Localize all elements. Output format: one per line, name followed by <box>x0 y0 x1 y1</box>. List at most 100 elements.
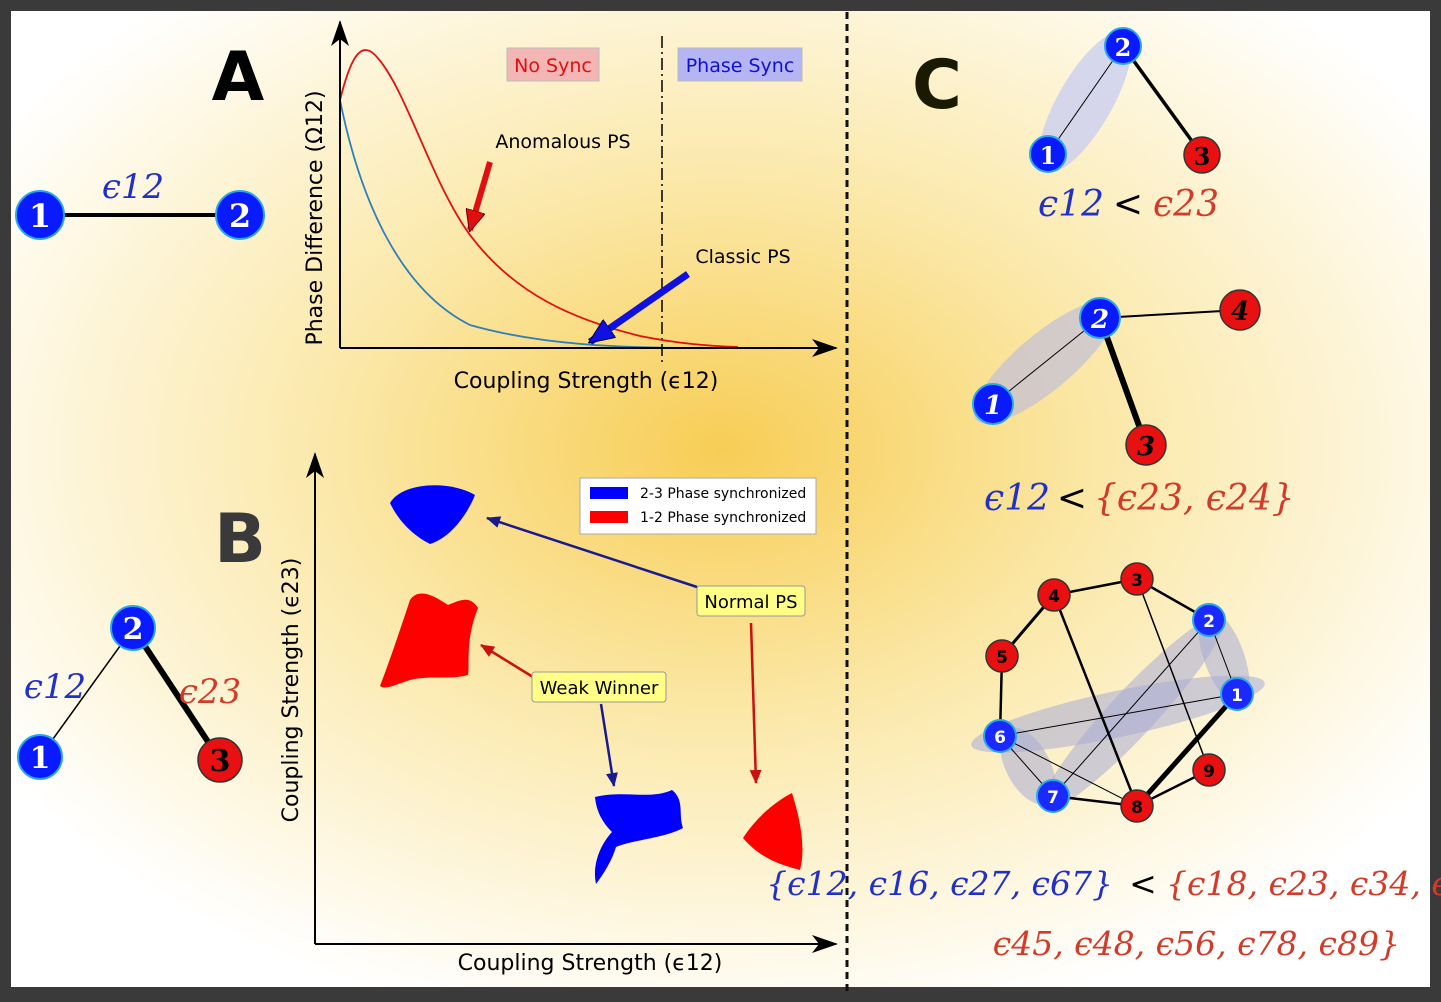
edge-label-e23: ϵ23 <box>179 672 241 712</box>
region-red-left <box>380 593 478 688</box>
node-1-label: 1 <box>30 741 51 776</box>
node-9 <box>1192 753 1226 787</box>
legend-b: 2-3 Phase synchronized 1-2 Phase synchro… <box>579 477 817 535</box>
node-7 <box>1036 779 1070 813</box>
node-3-label: 3 <box>210 744 231 779</box>
sync-cluster-2-7 <box>1041 615 1225 811</box>
node-9-label: 9 <box>1203 762 1215 782</box>
relation-3-left: {ϵ12, ϵ16, ϵ27, ϵ67} <box>766 864 1113 903</box>
edge-2-7 <box>1052 619 1210 797</box>
edge-1-2 <box>39 627 134 758</box>
y-axis-label-b: Coupling Strength (ϵ23) <box>279 558 304 823</box>
label-normal-ps: Normal PS <box>704 592 797 613</box>
node-8-label: 8 <box>1131 798 1143 818</box>
node-2 <box>110 605 156 651</box>
edge-2-3 <box>1097 316 1149 447</box>
node-1-label: 1 <box>984 391 1002 421</box>
node-5-label: 5 <box>996 648 1008 668</box>
dyad-network: ϵ12 1 2 <box>15 167 265 240</box>
node-3-label: 3 <box>1194 142 1211 171</box>
legend-swatch-blue <box>590 487 628 499</box>
node-4-label: 4 <box>1048 587 1060 607</box>
relation-3-right-line2: ϵ45, ϵ48, ϵ56, ϵ78, ϵ89} <box>993 924 1400 963</box>
edge-4-8 <box>1052 594 1139 807</box>
edge-2-4 <box>1099 309 1241 319</box>
node-1-label: 1 <box>29 197 51 235</box>
x-axis-label-b: Coupling Strength (ϵ12) <box>458 951 723 976</box>
label-weak-winner-box <box>531 671 667 703</box>
edge-2-3 <box>130 626 223 762</box>
node-8 <box>1120 789 1154 823</box>
node-5 <box>985 639 1019 673</box>
relation-2-left: ϵ12 <box>984 478 1050 519</box>
node-4 <box>1219 289 1261 331</box>
region-no-sync: No Sync <box>514 55 592 77</box>
edge-1-6 <box>999 693 1238 737</box>
relation-1-op: < <box>1113 184 1143 225</box>
annotation-classic-ps: Classic PS <box>695 246 790 268</box>
node-3-label: 3 <box>1131 571 1143 591</box>
edge-3-9 <box>1136 578 1210 771</box>
arrow-weak-winner-red <box>480 643 534 679</box>
node-3 <box>197 737 243 783</box>
relation-3-right-line1: {ϵ18, ϵ23, ϵ34, ϵ39, <box>1166 864 1441 903</box>
edge-2-3 <box>1121 44 1204 157</box>
node-1 <box>15 190 65 240</box>
node-2-label: 2 <box>1203 612 1215 632</box>
node-1 <box>972 383 1014 425</box>
relation-2-right: {ϵ23, ϵ24} <box>1094 478 1295 519</box>
legend-label-red: 1-2 Phase synchronized <box>640 510 806 526</box>
node-6 <box>983 719 1017 753</box>
region-no-sync-box <box>506 47 600 82</box>
panel-letter-a: A <box>212 38 265 117</box>
edge-6-8 <box>999 735 1138 807</box>
arrow-weak-winner-blue <box>599 703 618 787</box>
node-7-label: 7 <box>1047 788 1059 808</box>
region-red-bottom <box>743 793 803 870</box>
node-2 <box>215 190 265 240</box>
label-weak-winner: Weak Winner <box>540 678 659 699</box>
node-4 <box>1037 578 1071 612</box>
relation-2-op: < <box>1057 478 1087 519</box>
edge-1-2 <box>1047 45 1124 155</box>
edge-1-8 <box>1135 692 1239 808</box>
network-2: 1 2 3 4 ϵ12 < {ϵ23, ϵ24} <box>972 289 1295 519</box>
network-3-nodes: 1 2 3 4 5 6 7 8 9 <box>983 562 1254 823</box>
node-3 <box>1120 562 1154 596</box>
node-4-label: 4 <box>1231 297 1249 327</box>
node-1 <box>1029 135 1067 173</box>
node-1 <box>17 734 63 780</box>
node-2-label: 2 <box>229 197 251 235</box>
anomalous-ps-curve <box>339 49 739 348</box>
legend-label-blue: 2-3 Phase synchronized <box>640 486 806 502</box>
panel-letter-b: B <box>214 500 266 579</box>
relation-1-right: ϵ23 <box>1153 184 1219 225</box>
network-3: 1 2 3 4 5 6 7 8 9 {ϵ12, ϵ16, ϵ27, ϵ67} <… <box>766 562 1441 963</box>
arrow-normal-ps-top <box>486 516 698 589</box>
node-1-label: 1 <box>1040 141 1057 170</box>
triad-network: ϵ12 ϵ23 1 2 3 <box>17 605 243 783</box>
x-axis-label-a: Coupling Strength (ϵ12) <box>454 369 719 394</box>
classic-ps-curve <box>339 99 701 349</box>
y-axis-label-a: Phase Difference (Ω12) <box>303 90 328 345</box>
node-2 <box>1079 297 1121 339</box>
node-2-label: 2 <box>1090 305 1109 335</box>
network-1: 1 2 3 ϵ12 < ϵ23 <box>1029 27 1221 225</box>
edge-1-2 <box>992 317 1101 405</box>
node-2 <box>1192 603 1226 637</box>
node-3 <box>1183 136 1221 174</box>
node-6-label: 6 <box>994 728 1006 748</box>
phase-difference-plot: No Sync Phase Sync Phase Difference (Ω12… <box>303 20 838 394</box>
node-1 <box>1220 677 1254 711</box>
relation-1-left: ϵ12 <box>1038 184 1104 225</box>
node-1-label: 1 <box>1231 686 1243 706</box>
annotation-anomalous-ps: Anomalous PS <box>495 131 630 153</box>
node-2 <box>1104 27 1142 65</box>
region-phase-sync-box <box>677 47 803 82</box>
label-normal-ps-box <box>696 585 806 617</box>
edge-label-e12: ϵ12 <box>102 167 164 207</box>
edge-label-e12: ϵ12 <box>24 667 86 707</box>
